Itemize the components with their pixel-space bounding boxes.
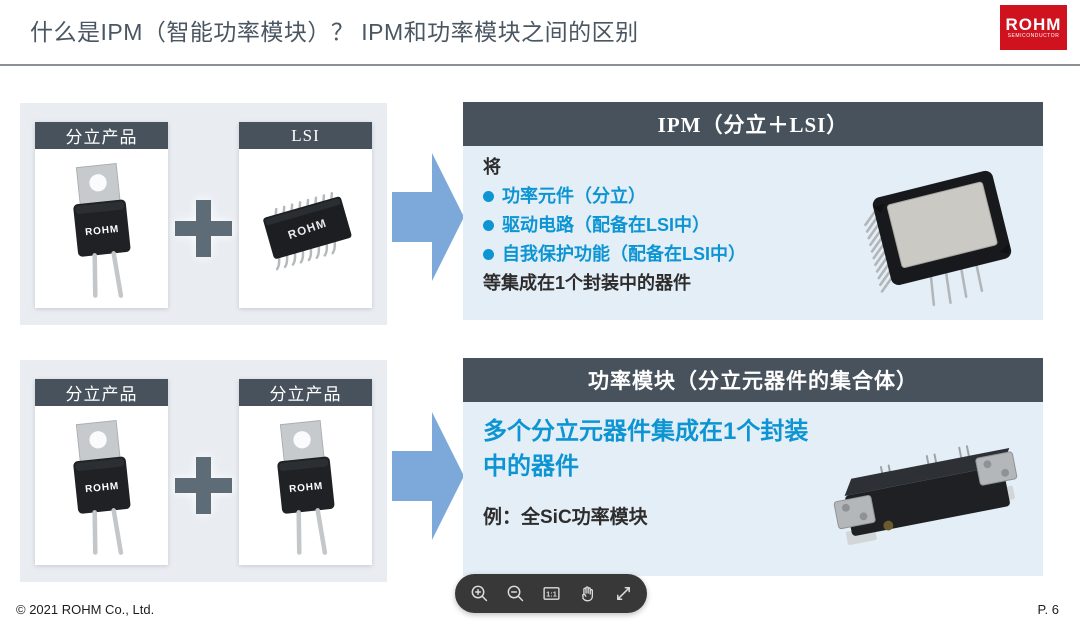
zoom-in-button[interactable] <box>467 582 491 606</box>
right-arrow-icon <box>392 412 464 540</box>
to220-transistor-image <box>256 413 356 559</box>
rohm-logo: ROHM SEMICONDUCTOR <box>1000 5 1067 50</box>
plus-icon <box>175 200 232 257</box>
row1-result-title: IPM（分立＋LSI） <box>463 102 1043 146</box>
actual-size-button[interactable]: 1:1 <box>539 582 563 606</box>
text-line: 将 <box>483 157 501 177</box>
sop-ic-chip-image: ROHM <box>262 191 351 270</box>
ipm-module-image <box>864 170 1012 307</box>
actual-size-icon: 1:1 <box>542 587 560 600</box>
card-label: 分立产品 <box>35 379 168 406</box>
row1-discrete-card: 分立产品 <box>35 122 168 308</box>
hand-icon <box>581 586 593 602</box>
row1-result-box: IPM（分立＋LSI） 将 功率元件（分立） 驱动电路（配备在LSI中） 自我保… <box>463 102 1043 320</box>
rohm-logo-text: ROHM <box>1005 14 1062 34</box>
text-line: 等集成在1个封装中的器件 <box>483 273 692 293</box>
bullet-line: 功率元件（分立） <box>483 182 746 211</box>
card-label: LSI <box>239 122 372 149</box>
row2-discrete-card-2: 分立产品 <box>239 379 372 565</box>
bullet-icon <box>483 249 494 260</box>
card-label: 分立产品 <box>239 379 372 406</box>
row1-components-panel: 分立产品 LSI <box>20 103 387 325</box>
to220-transistor-image <box>52 156 152 302</box>
zoom-out-icon <box>507 585 523 602</box>
fullscreen-button[interactable] <box>611 582 635 606</box>
page-title: 什么是IPM（智能功率模块）？ IPM和功率模块之间的区别 <box>30 19 639 45</box>
viewer-toolbar: 1:1 <box>455 574 647 613</box>
expand-icon <box>616 587 630 600</box>
zoom-in-icon <box>471 585 487 602</box>
row2-components-panel: 分立产品 分立产品 <box>20 360 387 582</box>
title-divider <box>0 64 1080 66</box>
copyright-text: © 2021 ROHM Co., Ltd. <box>16 602 155 617</box>
page-number: P. 6 <box>1037 602 1059 617</box>
bullet-line: 驱动电路（配备在LSI中） <box>483 211 746 240</box>
zoom-out-button[interactable] <box>503 582 527 606</box>
row2-emphasis-text: 多个分立元器件集成在1个封装 中的器件 <box>483 418 809 480</box>
bullet-line: 自我保护功能（配备在LSI中） <box>483 240 746 269</box>
row2-discrete-card-1: 分立产品 <box>35 379 168 565</box>
plus-icon <box>175 457 232 514</box>
row1-result-text: 将 功率元件（分立） 驱动电路（配备在LSI中） 自我保护功能（配备在LSI中）… <box>483 153 746 298</box>
svg-text:1:1: 1:1 <box>546 589 557 598</box>
card-label: 分立产品 <box>35 122 168 149</box>
sic-power-module-image <box>833 445 1018 545</box>
row2-result-title: 功率模块（分立元器件的集合体） <box>463 358 1043 402</box>
row2-result-box: 功率模块（分立元器件的集合体） 多个分立元器件集成在1个封装 中的器件 例：全S… <box>463 358 1043 576</box>
rohm-logo-subtext: SEMICONDUCTOR <box>1007 32 1060 39</box>
row1-lsi-card: LSI <box>239 122 372 308</box>
row2-example-text: 例：全SiC功率模块 <box>483 507 648 528</box>
right-arrow-icon <box>392 153 464 281</box>
bullet-icon <box>483 220 494 231</box>
pan-button[interactable] <box>575 582 599 606</box>
to220-transistor-image <box>52 413 152 559</box>
bullet-icon <box>483 191 494 202</box>
